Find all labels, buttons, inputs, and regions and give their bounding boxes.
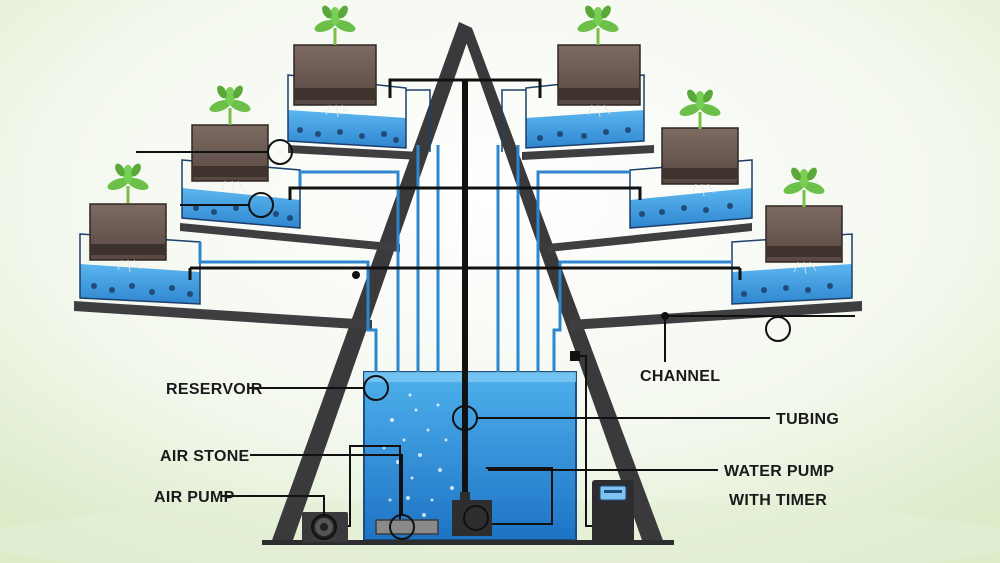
air-stone [375,519,439,535]
feed-tubing-branches [188,78,742,280]
label-channel: CHANNEL [640,368,720,385]
timer-unit [592,480,634,542]
seedling-icon [314,5,356,45]
plant-pot-left-top [293,44,377,106]
main-tubing-trunk [462,80,468,510]
seedling-icon [209,85,251,125]
leader-dot [661,312,669,320]
a-frame-left-leg [271,22,472,543]
label-air-stone: AIR STONE [160,448,250,465]
seedling-icon [783,167,825,207]
label-water-pump-line1: WATER PUMP [724,463,834,480]
seedling-icon [107,163,149,203]
label-reservoir: RESERVOIR [166,381,263,398]
seedlings [107,5,825,207]
plant-roots [117,104,817,275]
label-water-pump-line2: WITH TIMER [729,492,827,509]
seedling-icon [577,5,619,45]
seedling-icon [679,89,721,129]
plant-pot-left-bottom [89,203,167,261]
channel-nutrient-dots [91,127,833,297]
plant-pot-right-bottom [765,205,843,263]
label-tubing: TUBING [776,411,839,428]
plant-pot-right-middle [661,127,739,185]
leader-lines [136,151,855,515]
air-pump [302,512,348,542]
leader-dot [352,271,360,279]
plant-pot-right-top [557,44,641,106]
a-frame-base [262,540,674,545]
tubing-valve [570,351,580,361]
drain-pipes [198,89,732,372]
left-shelves [74,145,420,330]
callout-marker-water-pump [463,505,489,531]
label-air-pump: AIR PUMP [154,489,235,506]
